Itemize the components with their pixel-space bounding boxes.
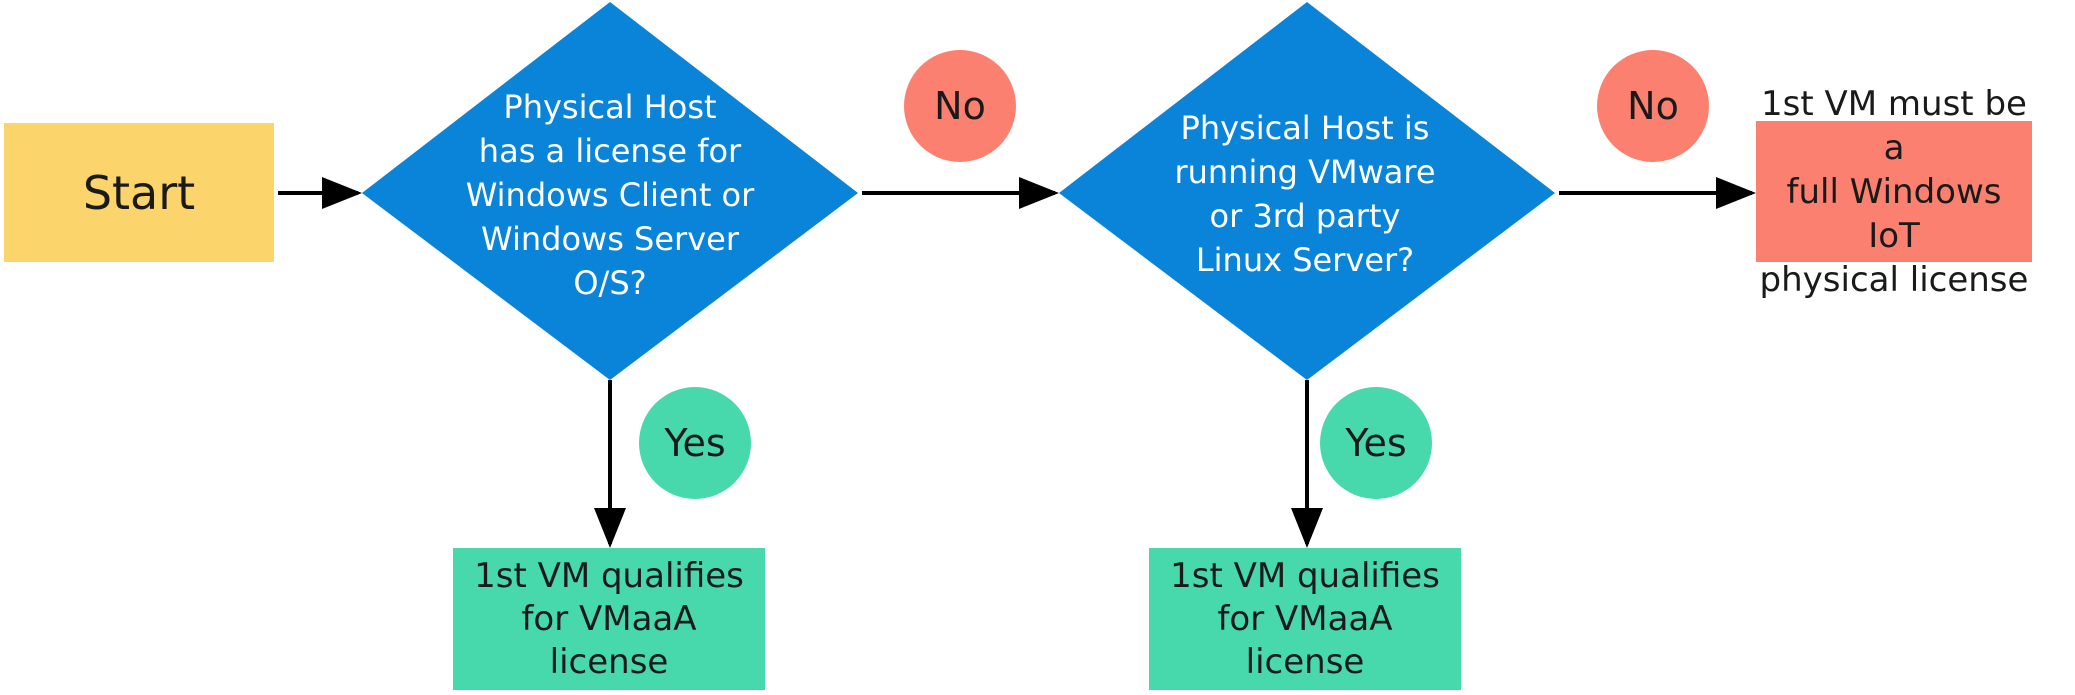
result-box-yes-1 xyxy=(453,548,765,690)
no-badge-1: No xyxy=(904,50,1016,162)
result-yes-1-label: 1st VM qualifies for VMaaA license xyxy=(474,555,744,682)
decision-diamond-2 xyxy=(1059,2,1555,380)
result-no-2-label: 1st VM must be a full Windows IoT physic… xyxy=(1759,83,2029,300)
decision-diamond-1 xyxy=(362,2,858,380)
no-badge-2: No xyxy=(1597,50,1709,162)
yes-badge-1: Yes xyxy=(639,387,751,499)
result-yes-2-label: 1st VM qualifies for VMaaA license xyxy=(1170,555,1440,682)
start-label: Start xyxy=(82,165,196,220)
start-box xyxy=(4,123,274,262)
decision-2-question: Physical Host is running VMware or 3rd p… xyxy=(1174,109,1436,279)
result-box-no-2 xyxy=(1756,121,2032,262)
yes-badge-2: Yes xyxy=(1320,387,1432,499)
result-box-yes-2 xyxy=(1149,548,1461,690)
decision-1-question: Physical Host has a license for Windows … xyxy=(465,88,755,302)
